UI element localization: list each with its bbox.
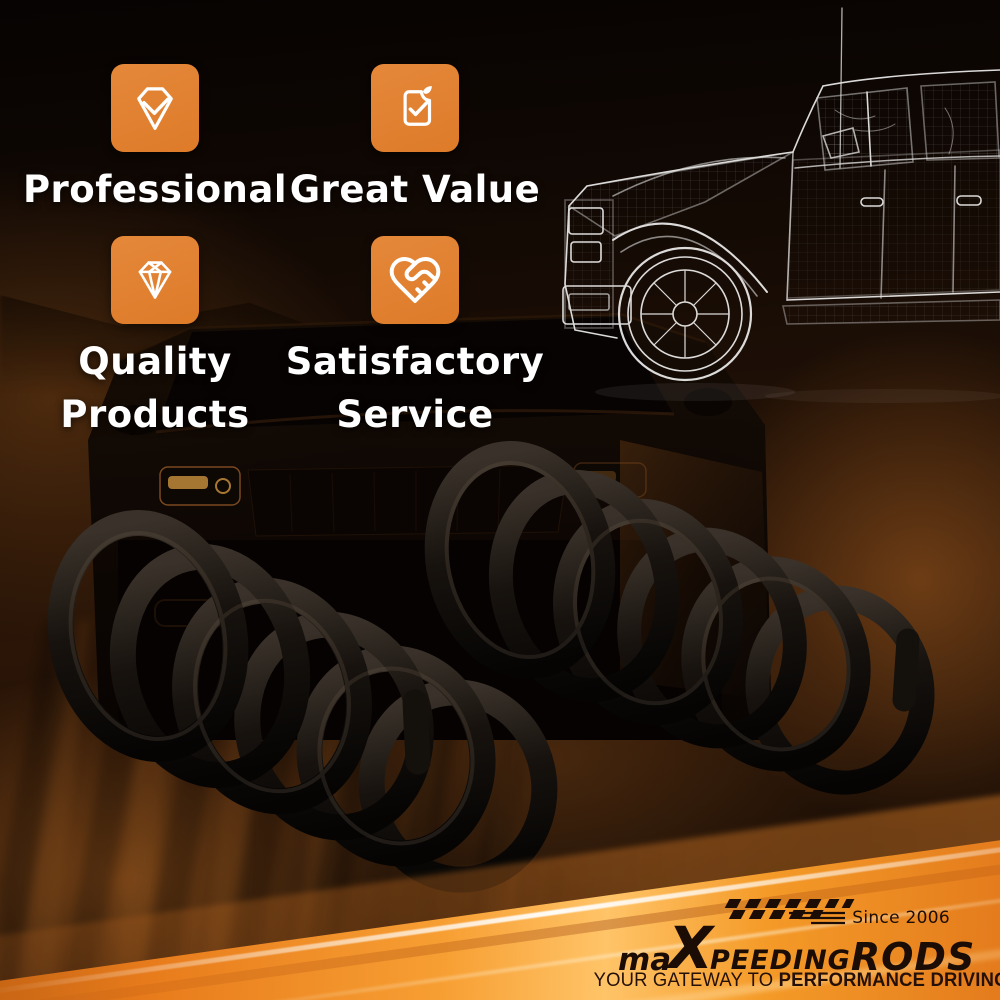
feature-label: Professional	[22, 168, 288, 211]
wireframe-wheel	[617, 246, 753, 382]
feature-label: Satisfactory Service	[285, 340, 545, 436]
coil-spring-left	[47, 510, 558, 893]
since-text: Since 2006	[852, 908, 950, 928]
tagline-prefix: YOUR GATEWAY TO	[593, 970, 779, 991]
checkered-flag-icon	[724, 899, 855, 919]
feature-satisfactory-service: Satisfactory Service	[280, 236, 550, 441]
wordmark-ma: ma	[618, 941, 672, 978]
feature-quality-products: Quality Products	[20, 236, 290, 441]
feature-label: Great Value	[289, 168, 541, 211]
feature-professional: Professional	[20, 64, 290, 217]
wordmark-peeding: peeding	[709, 945, 851, 977]
tagline-emphasis: PERFORMANCE DRIVING	[778, 970, 1000, 991]
feature-label: Quality Products	[60, 340, 250, 436]
feature-great-value: Great Value	[280, 64, 550, 217]
gem-check-icon	[111, 64, 199, 152]
wireframe-pickup-truck	[562, 7, 1000, 403]
coil-spring-right	[424, 440, 935, 795]
brand-tagline: YOUR GATEWAY TO PERFORMANCE DRIVING	[593, 970, 1000, 992]
suv-headlight-left	[159, 466, 241, 506]
heart-handshake-icon	[371, 236, 459, 324]
brand-wordmark: maXpeedingRODS	[618, 914, 976, 982]
wordmark-rods: RODS	[850, 935, 976, 979]
document-check-icon	[371, 64, 459, 152]
brand-logo: Since 2006 maXpeedingRODS YOUR GATEWAY T…	[588, 896, 1000, 996]
diamond-icon	[111, 236, 199, 324]
wordmark-x: X	[668, 914, 713, 982]
